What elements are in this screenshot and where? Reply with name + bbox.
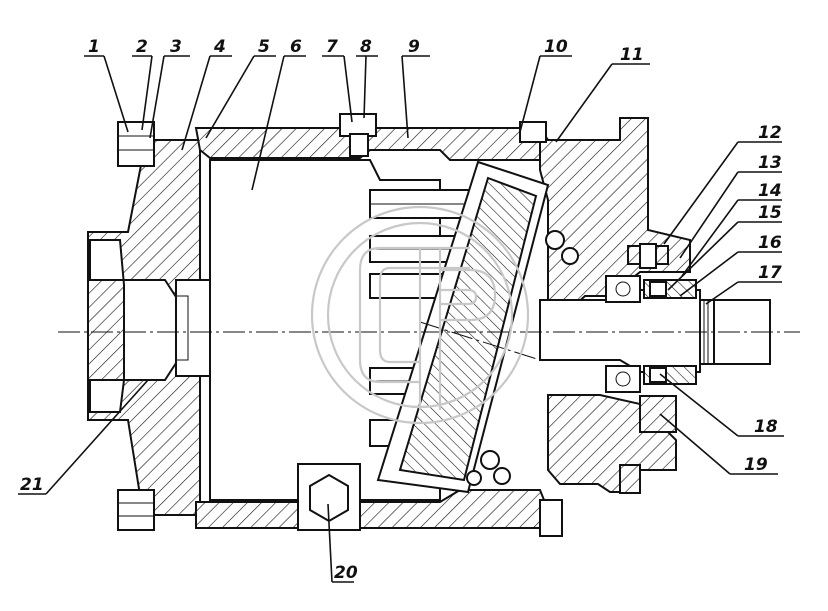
callout-13: 13 (758, 153, 782, 173)
callout-8: 8 (360, 37, 372, 57)
callout-16: 16 (758, 233, 782, 253)
leader-lines (18, 55, 784, 583)
callout-15: 15 (758, 203, 782, 223)
callout-11: 11 (620, 45, 644, 65)
callout-7: 7 (326, 37, 338, 57)
callout-20: 20 (334, 563, 358, 583)
callout-18: 18 (754, 417, 778, 437)
callout-1: 1 (88, 37, 100, 57)
top-plug (339, 113, 377, 157)
callout-17: 17 (758, 263, 782, 283)
callout-21: 21 (20, 475, 44, 495)
callout-9: 9 (408, 37, 420, 57)
callout-19: 19 (744, 455, 768, 475)
callout-3: 3 (170, 37, 182, 57)
callout-6: 6 (290, 37, 302, 57)
callout-4: 4 (213, 37, 226, 57)
callout-labels: 1 2 3 4 5 6 7 8 9 10 11 12 13 14 15 16 1… (20, 37, 782, 583)
callout-5: 5 (258, 37, 270, 57)
left-end-cover (87, 121, 211, 531)
callout-12: 12 (758, 123, 782, 143)
drive-shaft (539, 243, 771, 433)
callout-2: 2 (136, 37, 148, 57)
callout-10: 10 (544, 37, 568, 57)
gp-monogram-icon (310, 205, 530, 425)
callout-14: 14 (758, 181, 782, 201)
